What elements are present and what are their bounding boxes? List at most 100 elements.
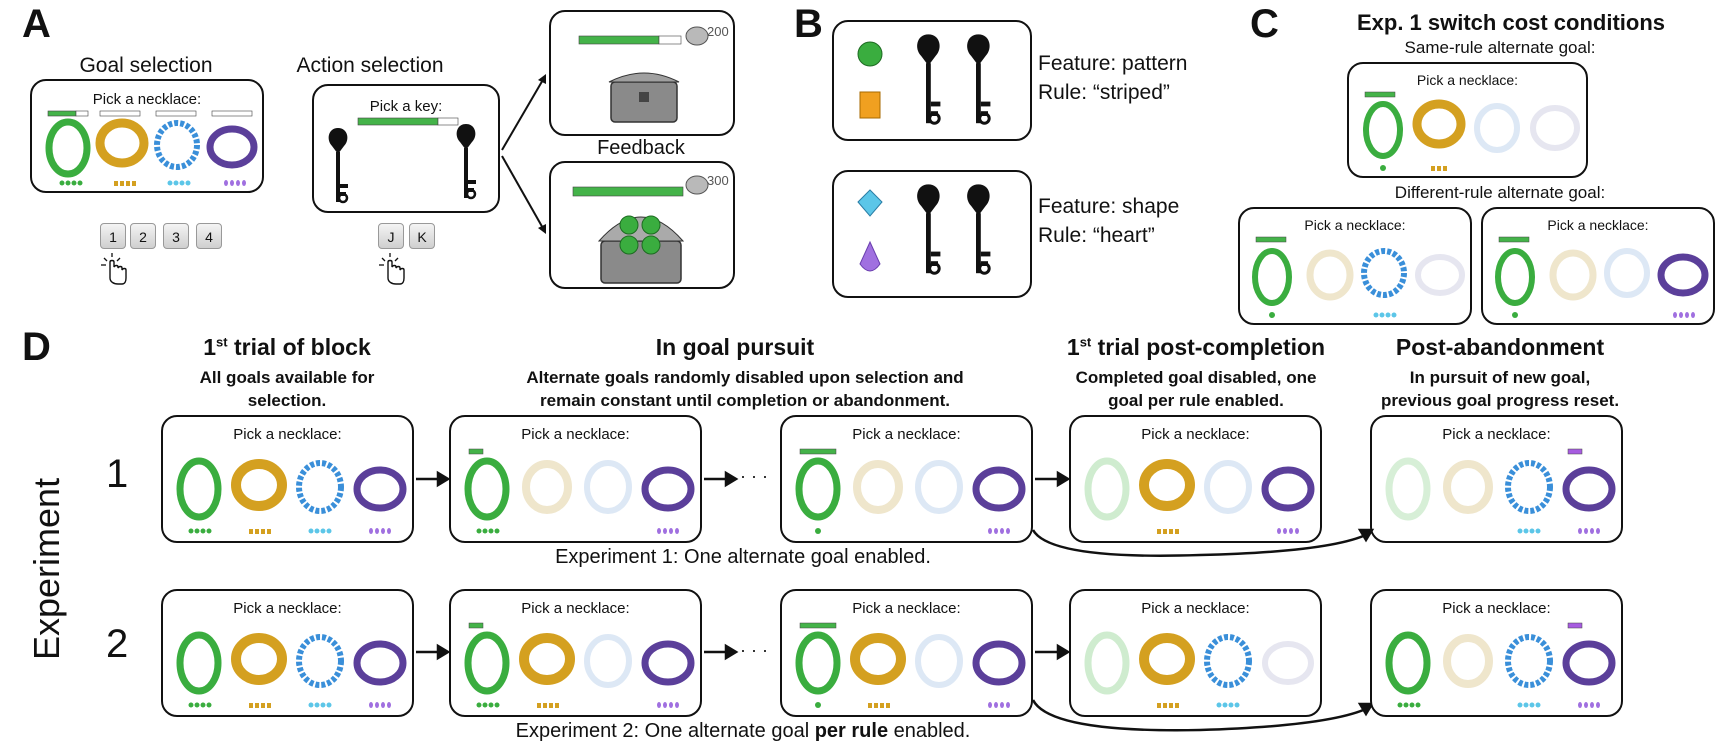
necklace-row xyxy=(795,448,1026,534)
pick-necklace-text: Pick a necklace: xyxy=(521,600,630,617)
panel-label-b: B xyxy=(794,2,823,46)
shape-keys xyxy=(857,182,992,275)
pick-key-text: Pick a key: xyxy=(369,98,443,115)
ellipsis-row1: · · · xyxy=(740,466,768,486)
column-sub-goal-pursuit-1: Alternate goals randomly disabled upon s… xyxy=(526,368,964,387)
pick-necklace-text: Pick a necklace: xyxy=(852,600,961,617)
same-rule-label: Same-rule alternate goal: xyxy=(1404,38,1596,57)
goal-selection-title: Goal selection xyxy=(79,54,213,77)
exp2-screen-post-completion: Pick a necklace: xyxy=(1069,589,1322,717)
blue-necklace-icon xyxy=(154,120,200,170)
key-button-2[interactable]: 2 xyxy=(130,223,156,249)
goal-selection-screen: Pick a necklace: xyxy=(30,79,264,193)
pick-necklace-text: Pick a necklace: xyxy=(1141,600,1250,617)
key-button-k[interactable]: K xyxy=(409,223,435,249)
column-sub-post-completion-2: goal per rule enabled. xyxy=(1108,391,1284,410)
exp1-screen-pursuit-a: Pick a necklace: xyxy=(449,415,702,543)
key-button-j[interactable]: J xyxy=(378,223,404,249)
exp1-screen-post-completion: Pick a necklace: xyxy=(1069,415,1322,543)
green-necklace-icon xyxy=(45,118,91,178)
purple-necklace-icon xyxy=(206,125,258,169)
action-selection-title: Action selection xyxy=(296,54,444,77)
diff-rule-screen-purple: Pick a necklace: xyxy=(1481,207,1715,325)
green-gem-icon xyxy=(857,41,883,67)
pick-necklace-text: Pick a necklace: xyxy=(1416,72,1519,88)
panel-label-d: D xyxy=(22,325,51,369)
necklace-row xyxy=(1385,622,1616,708)
feedback-label: Feedback xyxy=(597,137,685,159)
shape-rule-text: Rule: “heart” xyxy=(1038,224,1155,247)
action-selection-screen: Pick a key: xyxy=(312,84,500,213)
necklace-row xyxy=(1084,457,1315,534)
key-button-3[interactable]: 3 xyxy=(163,223,189,249)
experiment-1-label: 1 xyxy=(106,452,129,496)
necklace-row xyxy=(795,622,1026,708)
pattern-keys xyxy=(857,32,992,125)
necklace-row xyxy=(176,631,407,708)
ellipsis-row2: · · · xyxy=(740,640,768,660)
pick-necklace-text: Pick a necklace: xyxy=(233,426,342,443)
experiment-1-caption: Experiment 1: One alternate goal enabled… xyxy=(555,546,931,568)
pick-necklace-text: Pick a necklace: xyxy=(233,600,342,617)
key-button-4[interactable]: 4 xyxy=(196,223,222,249)
exp2-screen-pursuit-a: Pick a necklace: xyxy=(449,589,702,717)
necklace-row xyxy=(1252,236,1465,318)
column-header-post-abandonment: Post-abandonment xyxy=(1395,334,1605,360)
exp2-screen-first-trial: Pick a necklace: xyxy=(161,589,414,717)
pick-necklace-text: Pick a necklace: xyxy=(1547,217,1649,233)
feedback-arrows xyxy=(501,74,546,234)
pick-necklace-text: Pick a necklace: xyxy=(1442,600,1551,617)
coin-purse-icon xyxy=(685,26,709,46)
exp1-screen-first-trial: Pick a necklace: xyxy=(161,415,414,543)
blue-gem-icon xyxy=(857,189,883,217)
key-options xyxy=(327,117,478,204)
column-sub-first-trial: All goals available for selection. xyxy=(199,368,375,410)
feedback-high-art xyxy=(572,175,709,284)
pointer-hand-icon xyxy=(379,253,405,285)
diff-rule-screen-blue: Pick a necklace: xyxy=(1238,207,1472,325)
exp2-screen-pursuit-b: Pick a necklace: xyxy=(780,589,1033,717)
necklace-row xyxy=(1495,236,1709,318)
feedback-low-art xyxy=(578,26,709,123)
pick-necklace-text: Pick a necklace: xyxy=(1442,426,1551,443)
necklace-row xyxy=(176,457,407,534)
open-chest-icon xyxy=(597,215,685,284)
purple-gem-icon xyxy=(859,240,881,272)
pick-necklace-text: Pick a necklace: xyxy=(1141,426,1250,443)
column-header-goal-pursuit: In goal pursuit xyxy=(655,334,815,360)
reward-low-value: 200 xyxy=(707,24,729,39)
necklace-row xyxy=(1363,91,1580,171)
column-sub-post-abandonment-1: In pursuit of new goal, xyxy=(1409,368,1591,387)
exp1-screen-post-abandonment: Pick a necklace: xyxy=(1370,415,1623,543)
pointer-hand-icon xyxy=(101,253,127,285)
feedback-screen-high: 300 xyxy=(549,161,735,289)
necklace-row xyxy=(464,622,695,708)
diff-rule-label: Different-rule alternate goal: xyxy=(1394,183,1606,202)
shape-rule-card xyxy=(832,170,1032,298)
necklace-row xyxy=(1385,448,1616,534)
column-header-first-trial: 1st trial of block xyxy=(203,334,371,360)
panel-label-c: C xyxy=(1250,2,1279,46)
column-sub-post-completion-1: Completed goal disabled, one xyxy=(1075,368,1317,387)
pattern-rule-text: Rule: “striped” xyxy=(1038,81,1170,104)
exp1-screen-pursuit-b: Pick a necklace: xyxy=(780,415,1033,543)
coin-purse-icon xyxy=(685,175,709,195)
orange-gem-icon xyxy=(859,91,881,119)
pick-necklace-text: Pick a necklace: xyxy=(521,426,630,443)
pick-necklace-text: Pick a necklace: xyxy=(852,426,961,443)
key-button-1[interactable]: 1 xyxy=(100,223,126,249)
necklace-row xyxy=(464,448,695,534)
column-header-post-completion: 1st trial post-completion xyxy=(1066,334,1326,360)
panel-c-title: Exp. 1 switch cost conditions xyxy=(1356,10,1666,35)
exp2-screen-post-abandonment: Pick a necklace: xyxy=(1370,589,1623,717)
experiment-2-label: 2 xyxy=(106,622,129,666)
panel-label-a: A xyxy=(22,2,51,46)
gold-necklace-icon xyxy=(95,118,149,168)
pick-necklace-text: Pick a necklace: xyxy=(92,91,202,108)
necklace-row xyxy=(1084,631,1314,708)
reward-high-value: 300 xyxy=(707,173,729,188)
column-sub-goal-pursuit-2: remain constant until completion or aban… xyxy=(540,391,950,410)
feedback-screen-low: 200 xyxy=(549,10,735,136)
pick-necklace-text: Pick a necklace: xyxy=(1304,217,1406,233)
